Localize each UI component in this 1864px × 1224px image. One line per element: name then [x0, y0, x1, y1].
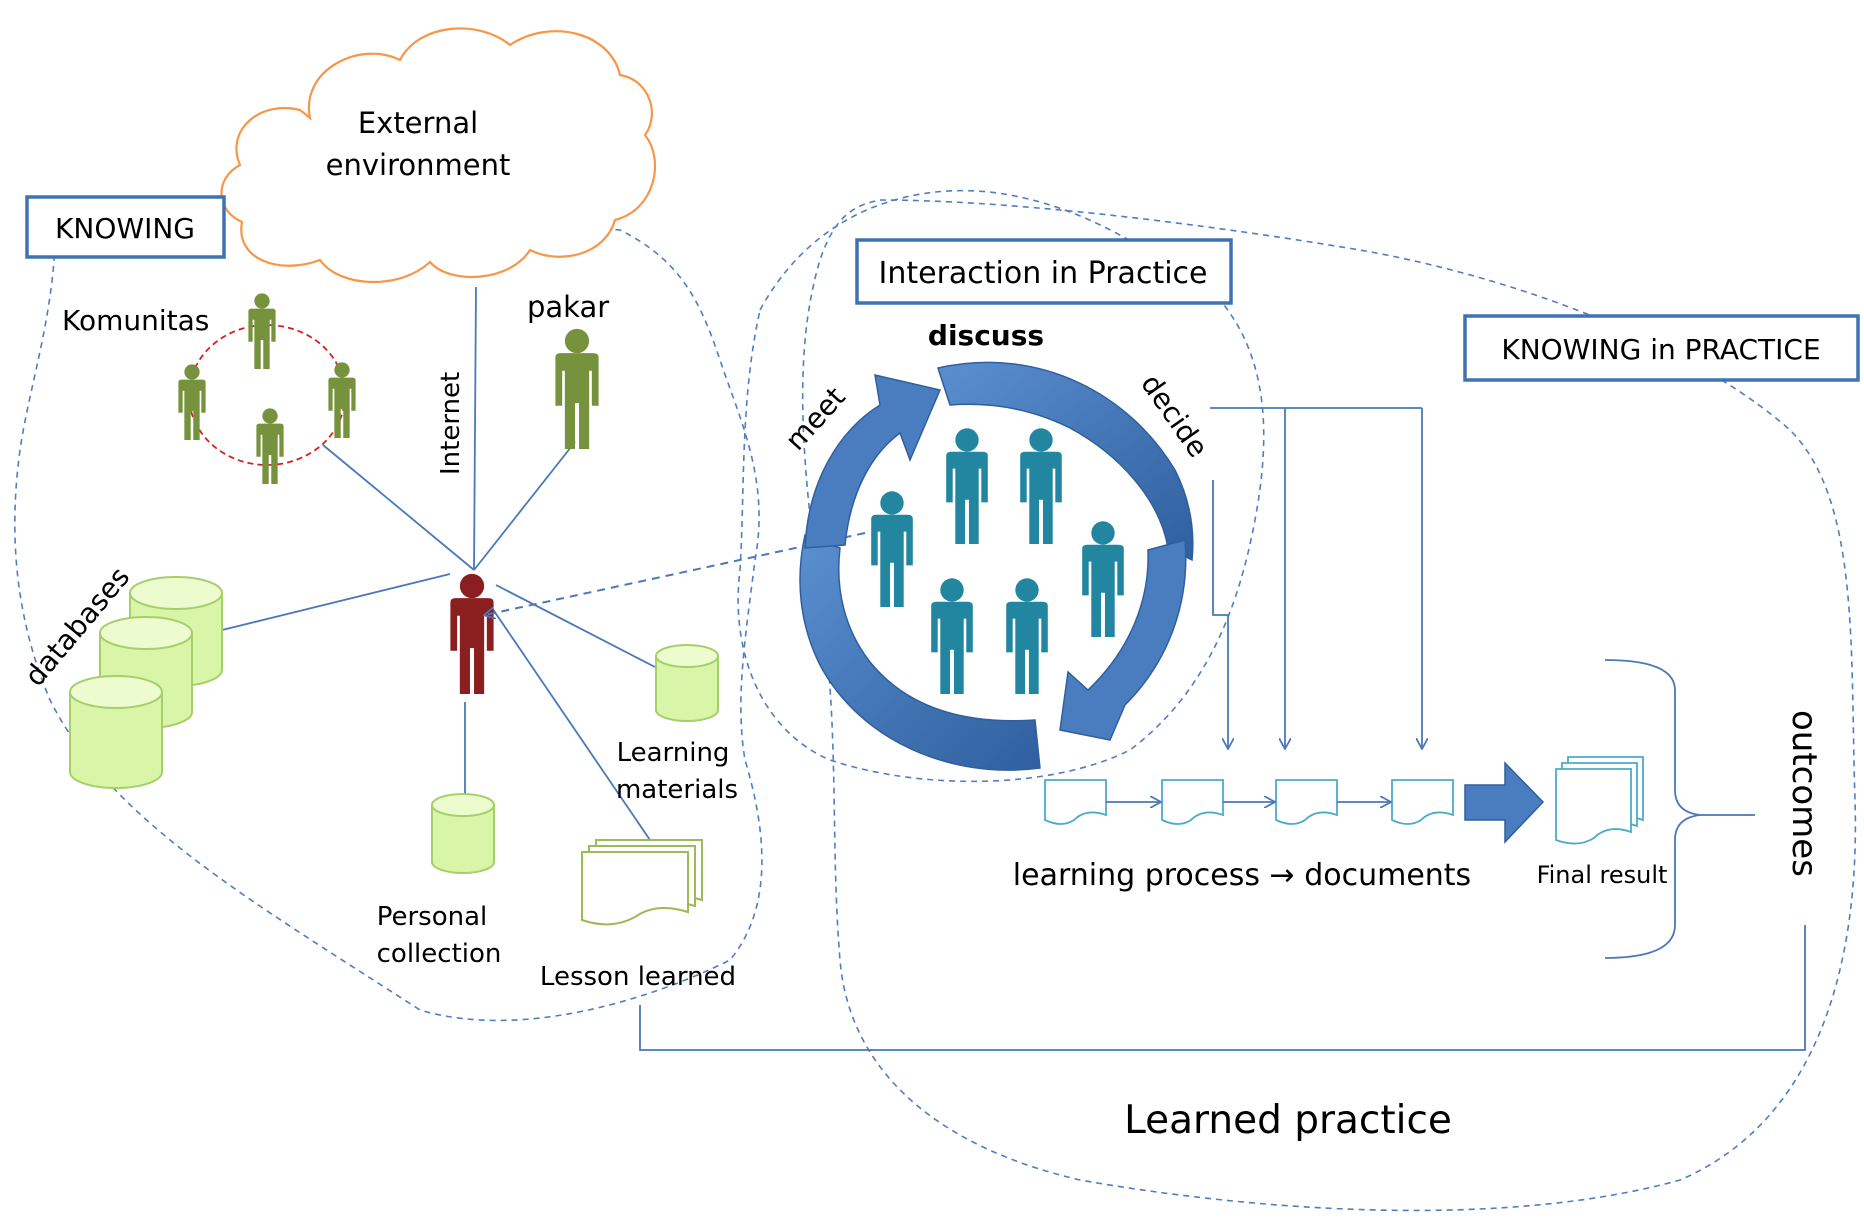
group-person-icon: [1082, 521, 1124, 637]
cycle-arrow-discuss-icon: [937, 361, 1194, 562]
lesson-learned-documents-icon: [581, 839, 703, 926]
process-document-icon: [1275, 779, 1338, 825]
pakar-person-icon: [555, 328, 599, 449]
learning-materials-cylinder-icon: [655, 644, 719, 722]
knowing-box-label: KNOWING: [55, 212, 195, 245]
personal-collection-cylinder-icon: [431, 793, 495, 874]
group-person-icon: [946, 428, 988, 544]
community-person-icon: [328, 362, 356, 438]
learned-practice-feedback-line: [639, 925, 1806, 1051]
group-person-icon: [1020, 428, 1062, 544]
group-to-individual-link: [485, 532, 866, 615]
cloud-text-line2: environment: [326, 148, 511, 182]
discuss-label: discuss: [928, 319, 1044, 352]
knowing-connections: [221, 286, 656, 841]
process-document-icon: [1044, 779, 1107, 825]
pakar-label: pakar: [527, 290, 609, 324]
community-person-icon: [248, 293, 276, 369]
final-result-documents-icon: [1555, 756, 1644, 845]
community-person-icon: [178, 364, 206, 440]
process-document-icon: [1161, 779, 1224, 825]
outcomes-brace: [1604, 659, 1755, 959]
group-person-icon: [1006, 578, 1048, 694]
databases-cylinders: [69, 576, 223, 789]
to-final-result-arrow-icon: [1464, 761, 1545, 844]
practice-group: [871, 428, 1124, 694]
personal-collection-label-1: Personal: [377, 902, 488, 932]
group-person-icon: [871, 491, 913, 607]
external-environment-cloud: [220, 27, 657, 284]
process-documents: [1044, 779, 1454, 825]
decide-output-lines: [1210, 407, 1422, 748]
personal-collection-label-2: collection: [377, 939, 502, 969]
cycle-arrow-meet-icon: [804, 374, 942, 549]
interaction-region: [737, 189, 1265, 783]
cycle-arrow-bottom-icon: [799, 533, 1041, 771]
cloud-text-line1: External: [358, 106, 478, 140]
learning-materials-label-2: materials: [616, 775, 738, 805]
knowing-in-practice-box: [1463, 314, 1860, 382]
community-person-icon: [256, 408, 284, 484]
process-document-icon: [1391, 779, 1454, 825]
interaction-cycle: [799, 361, 1194, 771]
group-person-icon: [931, 578, 973, 694]
cycle-arrow-decide-icon: [1059, 539, 1187, 741]
interaction-box-label: Interaction in Practice: [878, 256, 1207, 291]
learned-practice-label: Learned practice: [1124, 1098, 1452, 1143]
database-cylinder-icon: [69, 675, 163, 789]
learning-materials-label-1: Learning: [617, 738, 730, 768]
final-result-label: Final result: [1537, 861, 1668, 889]
knowing-in-practice-box-label: KNOWING in PRACTICE: [1501, 333, 1820, 366]
learning-process-documents-label: learning process → documents: [1013, 858, 1471, 893]
internet-label: Internet: [436, 372, 466, 475]
outcomes-label: outcomes: [1784, 710, 1824, 877]
komunitas-label: Komunitas: [62, 304, 209, 337]
individual-person-icon: [450, 573, 494, 694]
lesson-learned-label: Lesson learned: [540, 962, 736, 992]
interaction-box: [855, 238, 1233, 305]
knowing-box: [25, 195, 226, 259]
